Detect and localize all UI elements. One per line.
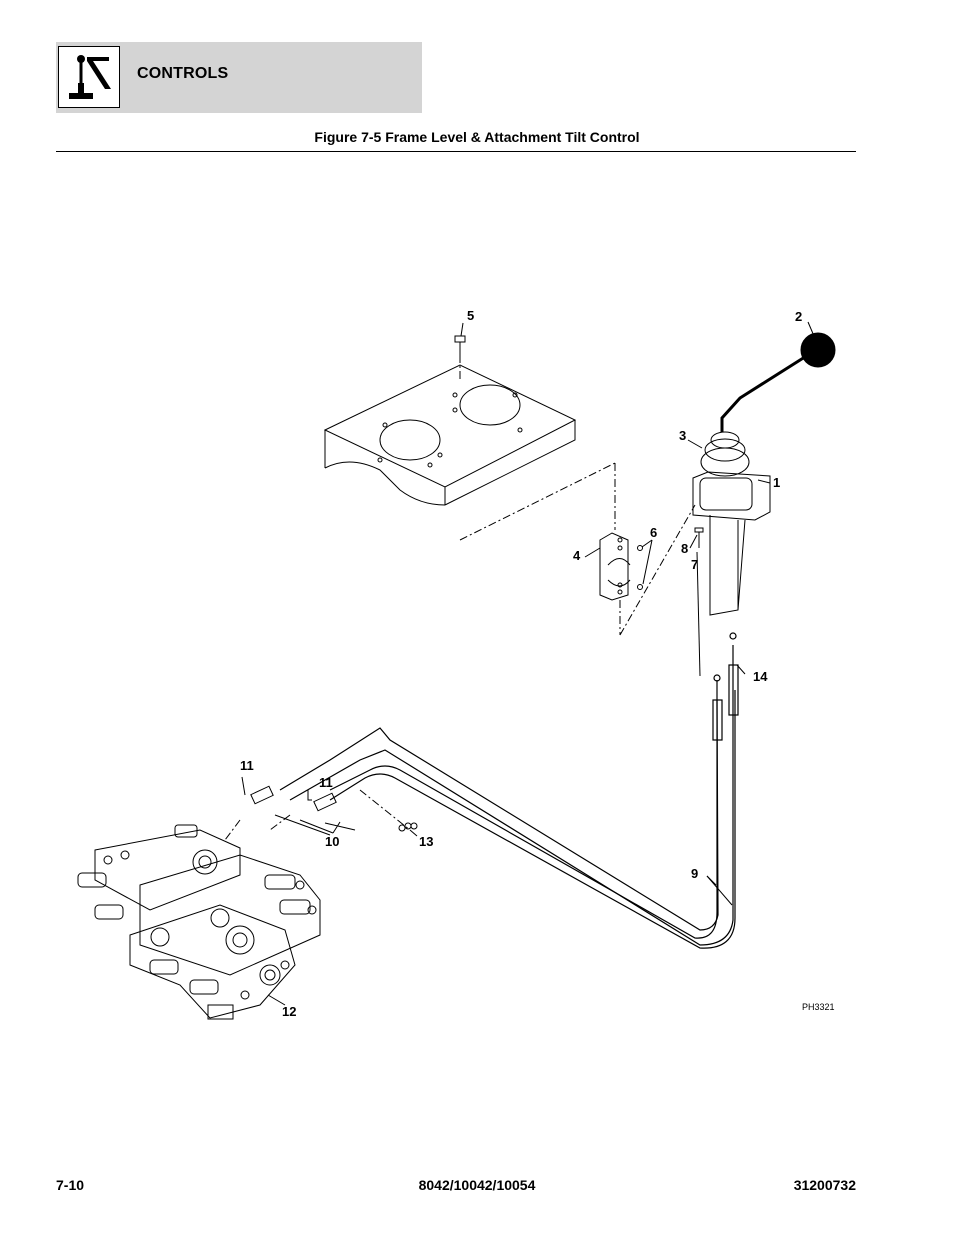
cotter-pin-11b <box>307 790 312 801</box>
cable-9 <box>279 632 739 949</box>
joystick-controls-icon <box>58 46 120 108</box>
bracket-4 <box>599 532 643 601</box>
model-numbers: 8042/10042/10054 <box>418 1177 536 1193</box>
callout-8: 8 <box>681 541 688 556</box>
callout-9: 9 <box>691 866 698 881</box>
callout-5: 5 <box>467 308 474 323</box>
mounting-plate <box>323 364 577 506</box>
alignment-lines <box>224 355 696 841</box>
callout-14: 14 <box>753 669 768 684</box>
callout-2: 2 <box>795 309 802 324</box>
fastener-7-8 <box>694 527 704 548</box>
leader-lines <box>267 321 815 1006</box>
clips-13 <box>398 822 418 832</box>
callout-12: 12 <box>282 1004 296 1019</box>
figure-title: Figure 7-5 Frame Level & Attachment Tilt… <box>314 129 640 145</box>
manual-part-number: 31200732 <box>793 1177 856 1193</box>
callout-11b: 11 <box>319 775 333 790</box>
screw-5 <box>454 322 466 355</box>
callout-4: 4 <box>573 548 581 563</box>
callout-1: 1 <box>773 475 780 490</box>
section-title: CONTROLS <box>137 65 229 82</box>
control-handle-assembly <box>692 353 809 616</box>
callout-10: 10 <box>325 834 339 849</box>
cotter-pin-11a <box>241 776 246 796</box>
callout-11a: 11 <box>240 758 254 773</box>
control-valve-12 <box>77 824 321 1020</box>
knob-2 <box>800 332 836 368</box>
callout-7: 7 <box>691 557 698 572</box>
clevis-ends <box>250 785 356 836</box>
callout-3: 3 <box>679 428 686 443</box>
callout-13: 13 <box>419 834 433 849</box>
exploded-parts-diagram: 1 2 3 4 5 6 7 8 9 10 11 11 12 13 14 PH33… <box>77 308 836 1020</box>
drawing-reference: PH3321 <box>802 1002 835 1012</box>
page-number: 7-10 <box>56 1177 85 1193</box>
callout-6: 6 <box>650 525 657 540</box>
header-rule <box>56 151 856 152</box>
